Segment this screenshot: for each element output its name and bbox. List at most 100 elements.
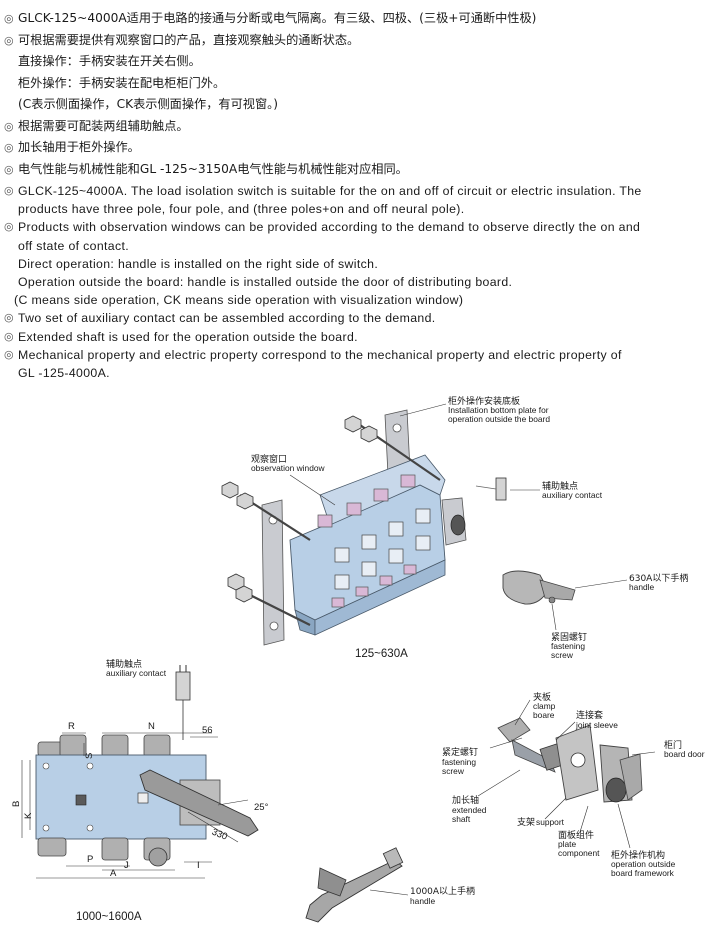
fig2-aux-label-cn: 辅助触点 xyxy=(106,658,142,670)
clamp-label-cn: 夹板 xyxy=(533,691,551,703)
cn-text: GLCK-125~4000A适用于电路的接通与分断或电气隔离。有三级、四极、(三… xyxy=(18,11,537,25)
dim-angle: 25° xyxy=(254,802,269,813)
en-text: Products with observation windows can be… xyxy=(18,220,641,235)
en-item-4: Operation outside the board: handle is i… xyxy=(4,273,704,291)
door-label-cn: 柜门 xyxy=(664,739,682,751)
fig2-labels: 辅助触点 auxiliary contact R N 56 S B K 25° … xyxy=(11,658,269,923)
dim-n: N xyxy=(148,721,155,732)
fig3-screw-label-en-2: screw xyxy=(442,766,465,776)
shaft-label-en-1: extended xyxy=(452,805,487,815)
dim-k: K xyxy=(23,812,34,819)
plate-component-label-en-2: component xyxy=(558,848,600,858)
mechanism-label-en-2: board framework xyxy=(611,868,675,878)
cn-item-5: (C表示侧面操作，CK表示侧面操作，有可视窗。) xyxy=(4,94,704,116)
plate-component-label-cn: 面板组件 xyxy=(558,829,594,841)
cn-text: (C表示侧面操作，CK表示侧面操作，有可视窗。) xyxy=(18,97,278,111)
dim-i: I xyxy=(197,860,200,871)
mechanism-label-en-1: operation outside xyxy=(611,859,676,869)
switch-1000-1600a-drawing xyxy=(35,665,259,867)
mechanism-label-cn: 柜外操作机构 xyxy=(611,849,665,861)
sleeve-label-en: joint sleeve xyxy=(575,720,618,730)
dim-s: S xyxy=(84,753,95,759)
screw-label-cn: 紧固螺钉 xyxy=(551,632,587,643)
fig2-dimension-lines xyxy=(21,732,249,879)
fig4-labels: 1000A以上手柄 handle xyxy=(410,885,475,906)
cn-text: 直接操作：手柄安装在开关右侧。 xyxy=(18,54,201,68)
aux-label-en: auxiliary contact xyxy=(542,490,603,500)
dim-j: J xyxy=(124,860,129,871)
en-text: Direct operation: handle is installed on… xyxy=(18,256,379,271)
switch-125-630a-illustration xyxy=(221,409,576,646)
en-text: Operation outside the board: handle is i… xyxy=(18,275,513,290)
cn-text: 柜外操作：手柄安装在配电柜柜门外。 xyxy=(18,75,226,90)
plate-label-en-1: Installation bottom plate for xyxy=(448,405,549,415)
fig2-caption: 1000~1600A xyxy=(76,911,142,923)
plate-label-cn: 柜外操作安装底板 xyxy=(448,395,520,407)
clamp-label-en-2: boare xyxy=(533,710,555,720)
plate-component-label-en-1: plate xyxy=(558,839,577,849)
fig2-aux-label-en: auxiliary contact xyxy=(106,668,167,678)
bullet-icon: ◎ xyxy=(4,330,14,343)
en-item-3: Direct operation: handle is installed on… xyxy=(4,255,704,273)
en-text: products have three pole, four pole, and… xyxy=(18,202,465,217)
dim-r: R xyxy=(68,721,75,732)
en-item-2: ◎ Products with observation windows can b… xyxy=(4,218,704,236)
big-handle-label-cn: 1000A以上手柄 xyxy=(410,885,475,897)
screw-label-en-2: screw xyxy=(551,650,574,660)
cn-text: 电气性能与机械性能和GL -125~3150A电气性能与机械性能对应相同。 xyxy=(18,161,408,176)
cn-item-2: ◎可根据需要提供有观察窗口的产品，直接观察触头的通断状态。 xyxy=(4,30,704,52)
en-text: Two set of auxiliary contact can be asse… xyxy=(18,311,436,326)
en-item-2-cont: off state of contact. xyxy=(4,237,704,255)
big-handle-label-en: handle xyxy=(410,896,435,906)
door-label-en: board door xyxy=(664,749,705,759)
en-text: Extended shaft is used for the operation… xyxy=(18,329,358,344)
en-item-5: (C means side operation, CK means side o… xyxy=(4,291,704,309)
handle-label-cn: 630A以下手柄 xyxy=(629,572,688,584)
en-item-7: ◎ Extended shaft is used for the operatio… xyxy=(4,328,704,346)
dim-330: 330 xyxy=(210,827,229,843)
aux-label-cn: 辅助触点 xyxy=(542,480,578,492)
window-label-en: observation window xyxy=(251,463,326,473)
cn-item-4: 柜外操作：手柄安装在配电柜柜门外。 xyxy=(4,73,704,95)
cn-item-8: ◎ 电气性能与机械性能和GL -125~3150A电气性能与机械性能对应相同。 xyxy=(4,159,704,181)
en-text: GL -125-4000A. xyxy=(18,366,110,381)
screw-label-en-1: fastening xyxy=(551,641,585,651)
bullet-icon: ◎ xyxy=(4,312,14,325)
cn-item-3: 直接操作：手柄安装在开关右侧。 xyxy=(4,51,704,73)
bullet-icon: ◎ xyxy=(4,185,14,197)
shaft-label-en-2: shaft xyxy=(452,814,471,824)
plate-label-en-2: operation outside the board xyxy=(448,414,550,424)
bullet-icon: ◎ xyxy=(4,162,14,176)
cn-text: 根据需要可配装两组辅助触点。 xyxy=(18,118,189,133)
cn-text: 加长轴用于柜外操作。 xyxy=(18,140,140,154)
chinese-feature-list: ◎ GLCK-125~4000A适用于电路的接通与分断或电气隔离。有三级、四极、(… xyxy=(4,8,704,180)
en-item-1: ◎GLCK-125~4000A. The load isolation swit… xyxy=(4,182,704,200)
english-feature-list: ◎GLCK-125~4000A. The load isolation swit… xyxy=(4,182,704,382)
fig3-screw-label-en-1: fastening xyxy=(442,757,476,767)
bullet-icon: ◎ xyxy=(4,119,14,133)
fig3-screw-label-cn: 紧定螺钉 xyxy=(442,746,478,758)
bullet-icon: ◎ xyxy=(4,141,14,154)
fig3-leader-lines xyxy=(477,699,656,849)
dim-p: P xyxy=(87,854,93,865)
handle-label-en: handle xyxy=(629,582,654,592)
fig1-labels: 柜外操作安装底板 Installation bottom plate for o… xyxy=(251,395,688,660)
bullet-icon: ◎ xyxy=(4,33,14,47)
dim-56: 56 xyxy=(202,725,213,736)
fig1-leader-lines xyxy=(289,403,628,631)
bullet-icon: ◎ xyxy=(4,12,14,25)
window-label-cn: 观察窗口 xyxy=(251,453,287,465)
en-text: Mechanical property and electric propert… xyxy=(18,347,622,362)
bullet-icon: ◎ xyxy=(4,221,14,234)
support-label-cn: 支架 xyxy=(517,816,535,828)
dim-b: B xyxy=(11,801,22,807)
en-item-8: ◎Mechanical property and electric proper… xyxy=(4,346,704,364)
en-text: off state of contact. xyxy=(18,238,130,253)
clamp-label-en-1: clamp xyxy=(533,701,556,711)
handle-above-1000a-illustration xyxy=(305,847,409,923)
cn-item-6: ◎ 根据需要可配装两组辅助触点。 xyxy=(4,116,704,138)
support-label-en: support xyxy=(536,817,565,827)
cn-item-7: ◎ 加长轴用于柜外操作。 xyxy=(4,137,704,159)
en-text: (C means side operation, CK means side o… xyxy=(14,293,464,308)
